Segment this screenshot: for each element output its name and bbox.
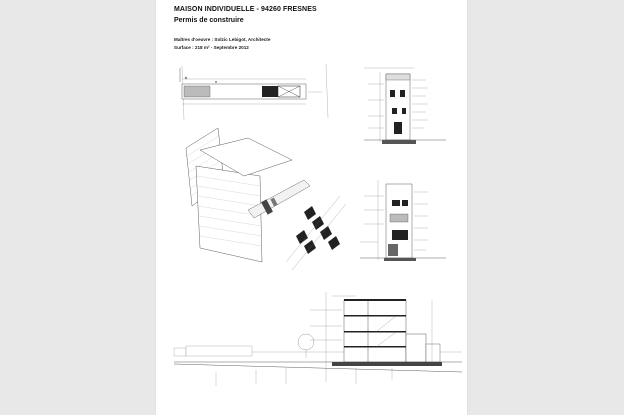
architect-credit: Maîtres d'oeuvre : Solzic Lebigot, Archi… bbox=[174, 37, 271, 42]
side-elevation-drawing bbox=[360, 180, 446, 261]
drawing-sheet: MAISON INDIVIDUELLE - 94260 FRESNES Perm… bbox=[156, 0, 467, 415]
surface-date: Surface : 218 m² - Septembre 2012 bbox=[174, 45, 249, 50]
architectural-drawings bbox=[173, 63, 463, 386]
permit-subtitle: Permis de construire bbox=[174, 17, 244, 24]
site-plan-drawing bbox=[179, 63, 329, 121]
perspective-drawing bbox=[185, 127, 347, 271]
longitudinal-section-drawing bbox=[173, 292, 463, 386]
street-elevation-drawing bbox=[364, 67, 446, 144]
project-title: MAISON INDIVIDUELLE - 94260 FRESNES bbox=[174, 6, 317, 13]
